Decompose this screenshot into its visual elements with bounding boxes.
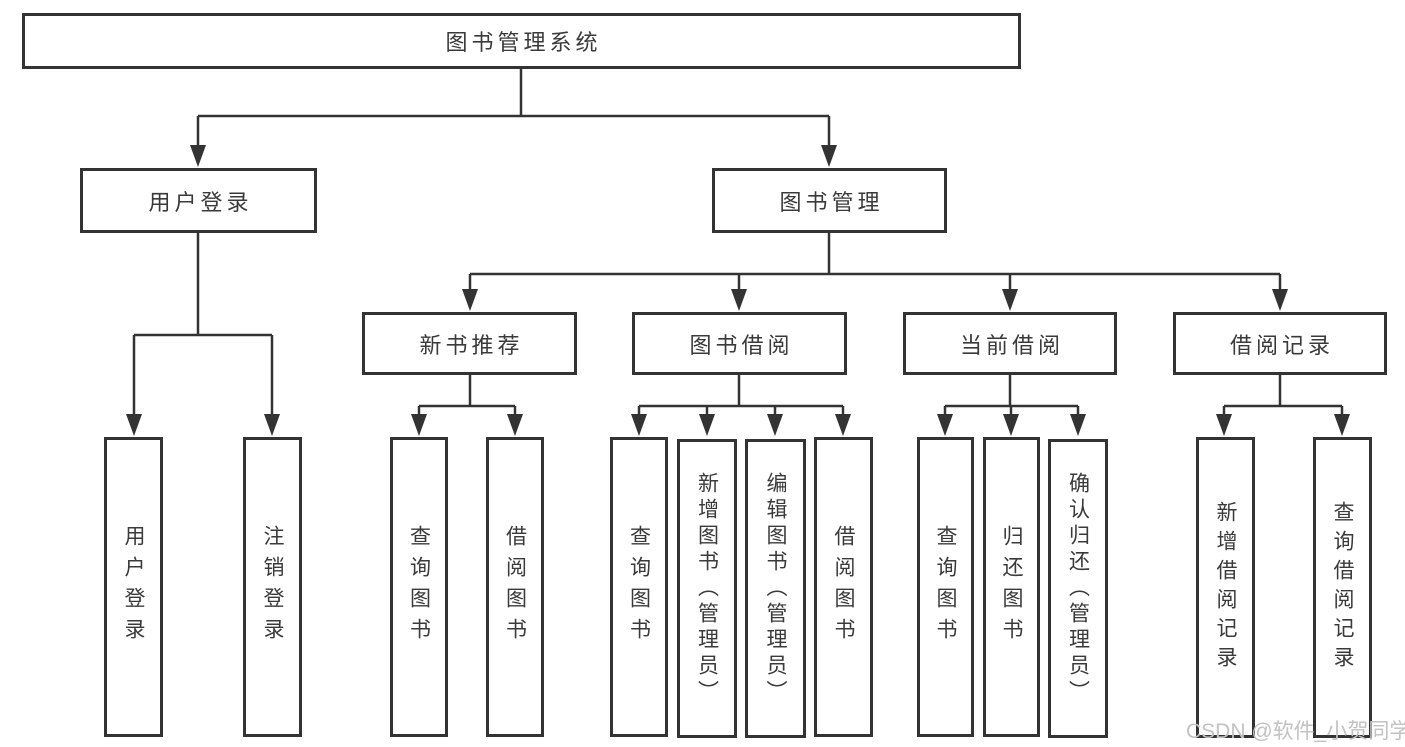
connector-book-borrow bbox=[637, 375, 845, 418]
connector-borrow-records bbox=[1222, 375, 1344, 418]
node-label: 借阅图书 bbox=[832, 525, 855, 649]
node-leaf-borrow-book-1: 借阅图书 bbox=[486, 437, 544, 737]
arrow-down-icon bbox=[264, 414, 280, 436]
node-leaf-return-book: 归还图书 bbox=[983, 437, 1040, 737]
node-label: 注销登录 bbox=[261, 525, 284, 649]
node-leaf-user-login: 用户登录 bbox=[104, 437, 163, 737]
node-leaf-borrow-book-2: 借阅图书 bbox=[814, 437, 873, 737]
node-user-login: 用户登录 bbox=[80, 168, 317, 233]
connector-new-book bbox=[417, 375, 517, 418]
node-leaf-edit-book-admin: 编辑图书（管理员） bbox=[745, 439, 806, 738]
node-label: 图书管理系统 bbox=[445, 30, 602, 55]
arrow-down-icon bbox=[731, 289, 747, 311]
node-library-management-system: 图书管理系统 bbox=[22, 13, 1021, 69]
node-label: 查询图书 bbox=[627, 525, 651, 649]
node-label: 用户登录 bbox=[122, 525, 145, 649]
connector-root bbox=[196, 69, 831, 148]
node-label: 归还图书 bbox=[1000, 525, 1023, 649]
node-label: 当前借阅 bbox=[959, 332, 1064, 358]
arrow-down-icon bbox=[821, 145, 837, 167]
node-label: 确认归还（管理员） bbox=[1066, 471, 1090, 706]
arrowheads bbox=[126, 145, 1350, 436]
connector-user-login bbox=[132, 233, 274, 417]
node-leaf-query-book-2: 查询图书 bbox=[610, 437, 668, 737]
arrow-down-icon bbox=[507, 414, 523, 436]
node-label: 借阅图书 bbox=[503, 525, 527, 649]
node-label: 编辑图书（管理员） bbox=[764, 471, 787, 706]
node-leaf-query-book-1: 查询图书 bbox=[390, 437, 448, 737]
node-label: 新增图书（管理员） bbox=[695, 471, 719, 706]
node-label: 图书管理 bbox=[779, 189, 884, 215]
node-book-borrow: 图书借阅 bbox=[632, 312, 847, 375]
node-new-book-recommend: 新书推荐 bbox=[362, 312, 577, 375]
node-label: 新增借阅记录 bbox=[1214, 500, 1237, 675]
arrow-down-icon bbox=[767, 414, 783, 436]
node-label: 查询图书 bbox=[934, 525, 957, 649]
connector-current-borrow bbox=[943, 375, 1080, 418]
node-borrow-records: 借阅记录 bbox=[1173, 312, 1387, 375]
csdn-watermark: CSDN @软件_小贺同学 bbox=[1186, 720, 1405, 743]
node-label: 新书推荐 bbox=[419, 332, 524, 358]
arrow-down-icon bbox=[699, 414, 715, 436]
node-book-management: 图书管理 bbox=[712, 168, 947, 233]
node-current-borrow: 当前借阅 bbox=[903, 312, 1117, 375]
node-leaf-confirm-return-admin: 确认归还（管理员） bbox=[1048, 439, 1108, 738]
node-label: 用户登录 bbox=[148, 189, 253, 215]
node-leaf-add-book-admin: 新增图书（管理员） bbox=[677, 439, 737, 738]
arrow-down-icon bbox=[1272, 289, 1288, 311]
node-leaf-query-book-3: 查询图书 bbox=[917, 437, 974, 737]
arrow-down-icon bbox=[126, 414, 142, 436]
arrow-down-icon bbox=[190, 145, 206, 167]
node-label: 查询借阅记录 bbox=[1331, 500, 1354, 675]
arrow-down-icon bbox=[1070, 414, 1086, 436]
node-label: 借阅记录 bbox=[1229, 332, 1334, 358]
arrow-down-icon bbox=[937, 414, 953, 436]
arrow-down-icon bbox=[1002, 289, 1018, 311]
node-label: 查询图书 bbox=[407, 525, 431, 649]
node-leaf-add-borrow-record: 新增借阅记录 bbox=[1196, 437, 1255, 738]
node-leaf-logout: 注销登录 bbox=[243, 437, 302, 737]
arrow-down-icon bbox=[1216, 414, 1232, 436]
node-label: 图书借阅 bbox=[689, 332, 794, 358]
arrow-down-icon bbox=[462, 289, 478, 311]
connector-book-management bbox=[468, 233, 1282, 293]
arrow-down-icon bbox=[411, 414, 427, 436]
node-leaf-query-borrow-record: 查询借阅记录 bbox=[1313, 437, 1372, 738]
arrow-down-icon bbox=[631, 414, 647, 436]
arrow-down-icon bbox=[1334, 414, 1350, 436]
arrow-down-icon bbox=[1003, 414, 1019, 436]
arrow-down-icon bbox=[835, 414, 851, 436]
